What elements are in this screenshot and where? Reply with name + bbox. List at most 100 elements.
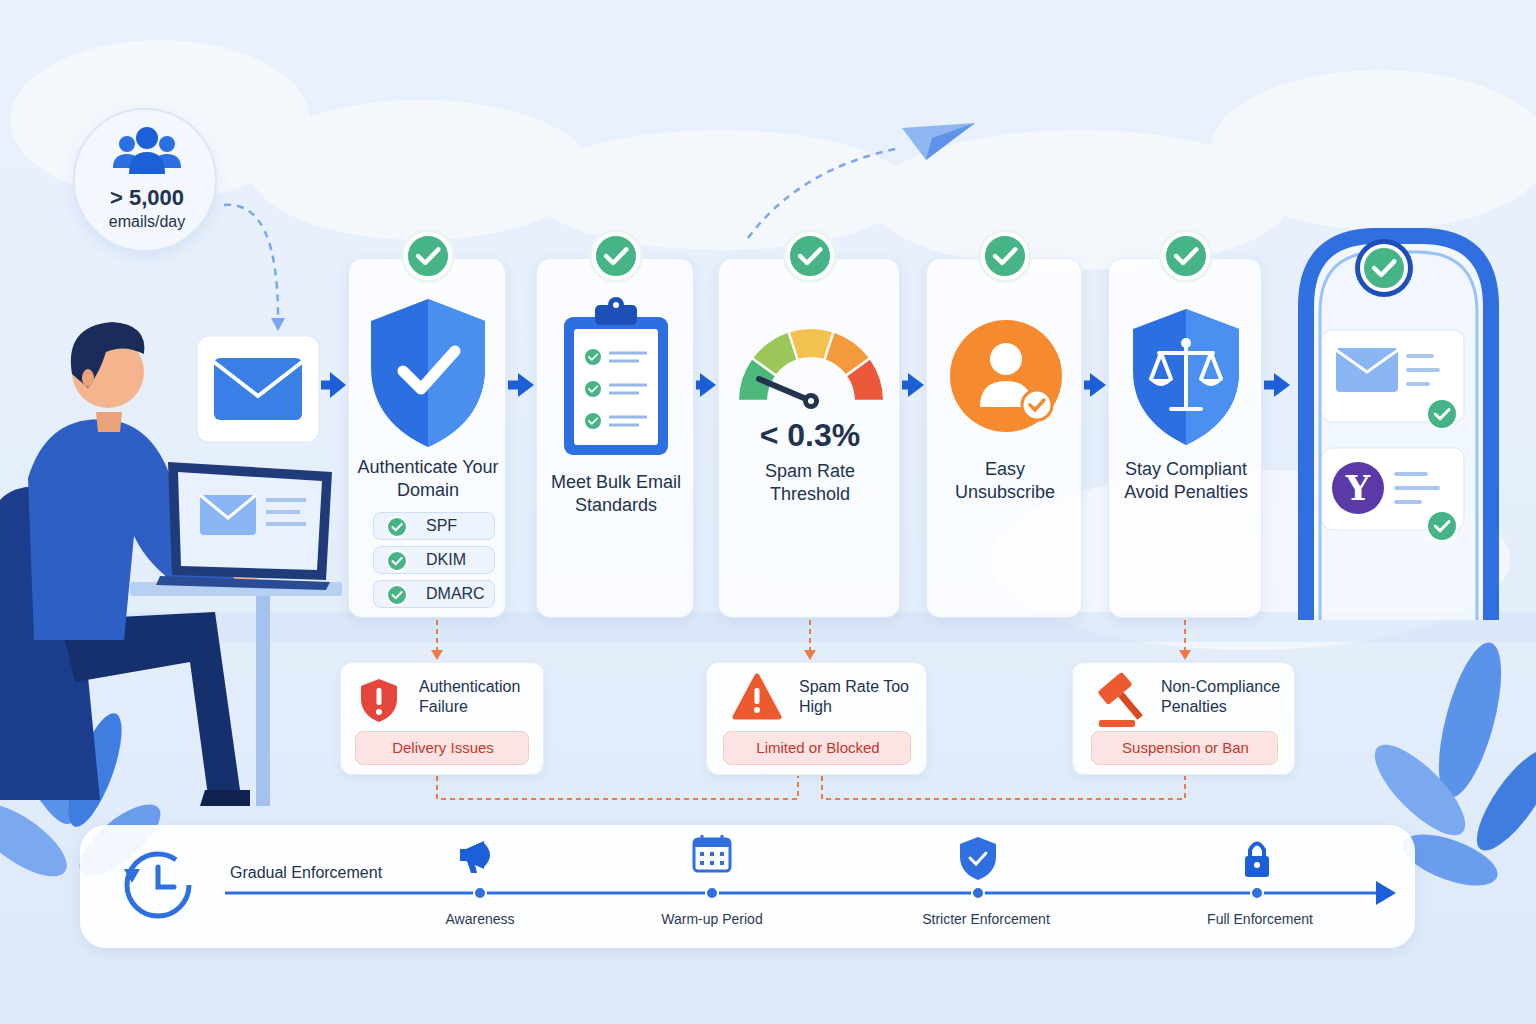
gauge-icon-part [783,229,837,283]
law-icon-part [1133,309,1239,445]
timeline-icon-part [127,854,189,916]
frame-icon-part [1374,261,1394,275]
user-icon [927,259,1083,619]
protocol-pill: DKIM [373,546,495,574]
left-plant-part [0,790,78,889]
consequence-pill: Delivery Issues [355,731,529,765]
pchk-icon-part [393,592,402,598]
flow-arrow [1264,381,1276,390]
gauge-icon-part [788,234,832,278]
clip-icon-part [584,348,602,366]
clip-icon-part [608,297,624,313]
timeline-icon [80,825,1415,948]
law-icon-part [1181,338,1191,348]
wtri-icon-part [755,688,760,704]
person-at-desk-part [156,576,330,590]
consequence-pill: Suspension or Ban [1091,731,1278,765]
timeline-icon-part [706,887,718,899]
frame-icon-part [1336,348,1398,392]
timeline-icon-part [1251,887,1263,899]
clip-icon-part [589,418,597,424]
node-text: > 5,000 [75,184,219,212]
clip-icon-part [584,412,602,430]
step-card: SPF DKIM DMARC Authenticate Your Domain [348,258,506,618]
person-at-desk-part [256,596,270,806]
gauge-icon-part [739,329,883,409]
clip-icon-part [609,417,647,425]
warning-box: Suspension or BanNon-Compliance Penaltie… [1072,662,1295,775]
clouds-part [250,100,590,240]
clip-icon-part [584,380,602,398]
flow-arrow [508,381,520,390]
right-plant-part [1464,739,1536,860]
wtri-icon-part [754,707,760,713]
clip-icon [537,259,695,619]
node-text: Spam Rate Too High [793,677,923,718]
node-text: DMARC [420,581,494,607]
timeline-panel: Gradual Enforcement [80,825,1415,948]
step-card: Easy Unsubscribe [926,258,1082,618]
gauge-icon-part-part [808,398,814,404]
flow-arrow [696,381,702,390]
person-at-desk-part [200,495,256,518]
consequence-link [822,776,1185,799]
user-icon-part [1030,400,1044,410]
timeline-icon-part [700,852,704,856]
clip-icon-part [594,234,638,278]
frame-icon-part [1336,350,1398,372]
envelope-icon-part [214,358,302,420]
pchk-icon-part [387,551,407,571]
volume-badge: > 5,000emails/day [73,108,217,252]
person-at-desk-part [200,495,256,535]
user-icon-part [995,249,1015,263]
paper-plane-part [902,123,975,160]
timeline-icon-part [158,867,174,887]
shield-icon-part [406,234,450,278]
node-text: Gradual Enforcement [224,863,454,883]
badge-icon-part-part [129,152,165,174]
node-text: Delivery Issues [356,732,530,764]
gavel-icon-part-part [1118,692,1143,719]
step-card: < 0.3%Spam Rate Threshold [718,258,900,618]
timeline-icon-part [694,839,730,871]
milestone-label: Awareness [390,911,570,927]
shield-icon-part [371,299,485,447]
frame-icon-part [1427,511,1457,541]
flow-arrow [1084,381,1092,390]
envelope-icon-part [330,372,346,398]
person-at-desk-part [82,369,94,387]
protocol-pill: SPF [373,512,495,540]
clip-icon-part [564,317,668,455]
timeline-icon-part [124,869,140,883]
pchk-icon-part [393,524,402,530]
warning-box: Limited or BlockedSpam Rate Too High [706,662,927,775]
clip-icon-part [613,302,619,308]
timeline-icon-part [694,839,730,847]
frame-icon-part [1435,522,1449,531]
consequence-link [809,620,811,651]
user-icon-part [990,343,1022,375]
gavel-icon-part [1099,720,1135,727]
clip-icon-part [574,329,658,445]
node-text: < 0.3% [719,415,901,456]
shield-icon-part [418,249,438,263]
node-text: Authenticate Your Domain [349,456,507,502]
clip-icon-part [589,386,597,392]
clouds-part [1210,70,1536,230]
milestone-label: Full Enforcement [1170,911,1350,927]
frame-icon-part [1332,462,1384,514]
frame-icon-part [1427,399,1457,429]
shield-icon-part [403,351,455,389]
milestone-label: Stricter Enforcement [896,911,1076,927]
frame-icon [1292,222,1505,620]
timeline-icon-part [1254,862,1260,868]
badge-icon-part-part [136,127,158,149]
timeline-icon-part [710,861,714,865]
node-text: SPF [420,513,494,539]
gauge-icon-part-part [803,393,819,409]
user-icon-part [1022,390,1052,420]
pchk-icon-part [393,558,402,564]
law-icon-part [1151,341,1221,409]
timeline-icon-part [720,861,724,865]
